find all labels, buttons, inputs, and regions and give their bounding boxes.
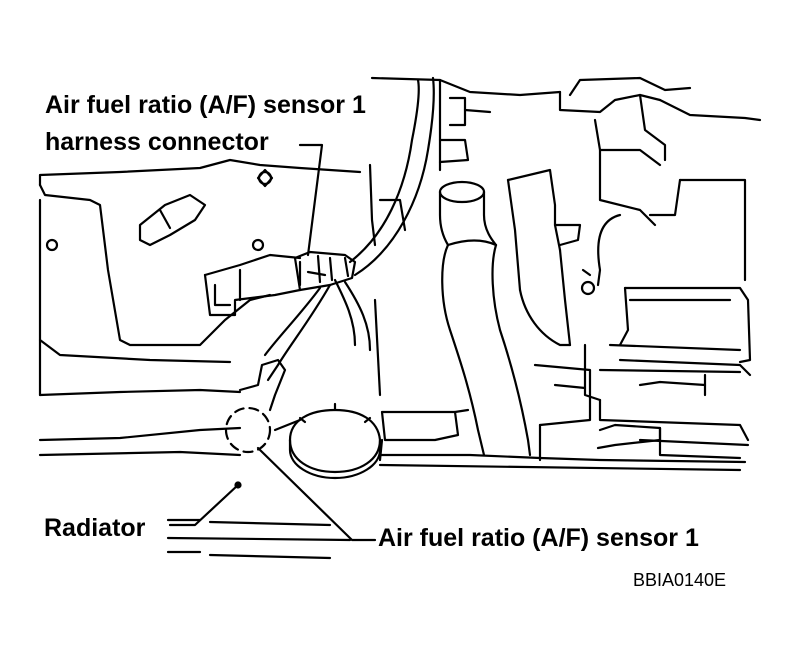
harness-connector (293, 250, 357, 292)
connector-label-line2: harness connector (45, 128, 269, 156)
radiator-leader-line (168, 483, 240, 527)
sensor-label: Air fuel ratio (A/F) sensor 1 (378, 524, 699, 552)
radiator-label: Radiator (44, 514, 146, 542)
engine-cover (38, 158, 362, 397)
leader-lines (168, 143, 377, 542)
cap-component (138, 193, 207, 247)
harness-wires (263, 76, 435, 382)
right-components (558, 76, 762, 460)
radiator-cap (288, 402, 382, 480)
radiator-support (38, 358, 747, 472)
radiator-hose (438, 180, 532, 457)
connector-bracket (203, 253, 302, 317)
radiator-leader-dot (234, 481, 242, 489)
figure-code: BBIA0140E (633, 570, 727, 590)
center-components (368, 163, 592, 462)
connector-label-line1: Air fuel ratio (A/F) sensor 1 (45, 91, 366, 119)
connector-leader-line (298, 143, 324, 257)
upper-hose (370, 76, 562, 172)
right-pipe (506, 168, 582, 347)
sensor-location-marker (224, 406, 272, 454)
radiator-core (166, 518, 352, 560)
sensor-leader-line (256, 446, 377, 542)
